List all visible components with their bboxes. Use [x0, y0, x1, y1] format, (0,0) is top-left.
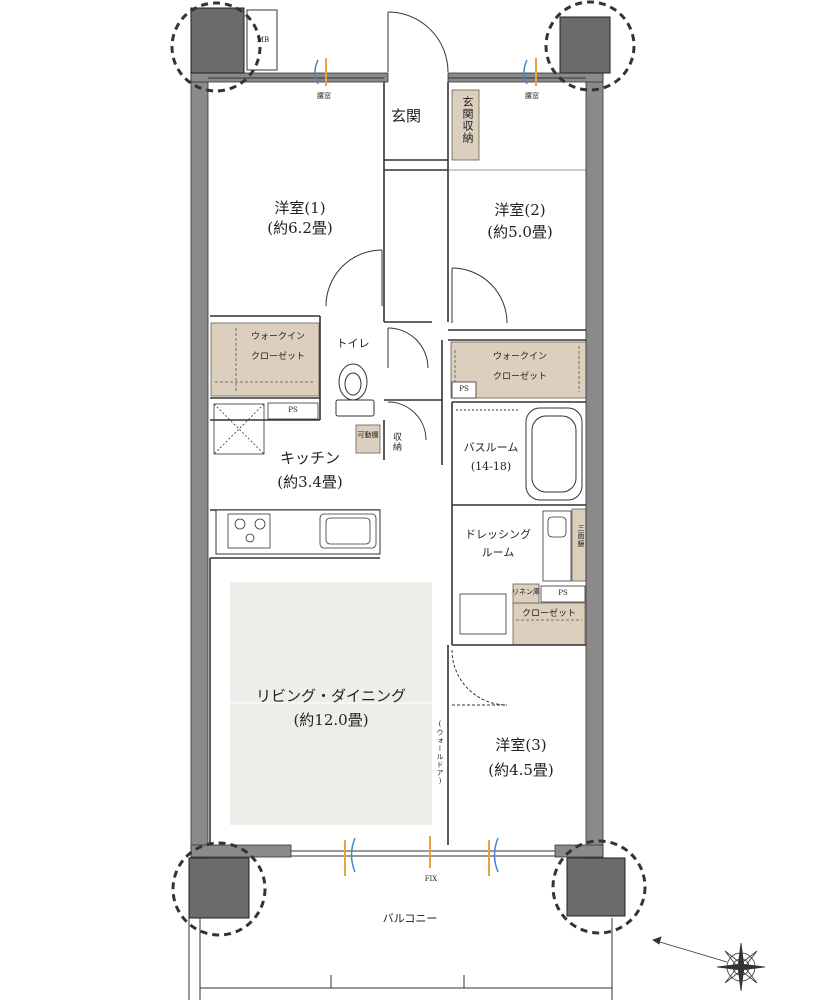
door-swings — [325, 11, 508, 706]
room-west2-size: (約5.0畳) — [487, 223, 553, 241]
room-living-size: (約12.0畳) — [293, 711, 369, 729]
toilet-icon — [335, 363, 375, 417]
room-dressing-name1: ドレッシング — [465, 528, 531, 541]
gas-stove-icon — [227, 513, 271, 549]
ps-wic2-label: PS — [459, 385, 469, 393]
washing-machine-icon — [213, 403, 265, 455]
mirror-label: 三面鏡 — [577, 524, 585, 548]
column-top-right — [559, 16, 611, 74]
room-west1-name: 洋室(1) — [274, 199, 326, 217]
column-bottom-right — [566, 857, 626, 917]
window-left-label: 腰窓 — [317, 92, 331, 100]
wic1-label-line1: ウォークイン — [250, 332, 305, 342]
room-balcony: バルコニー — [382, 912, 438, 925]
ps-dressing-box — [540, 585, 586, 603]
room-west3-size: (約4.5畳) — [488, 761, 554, 779]
column-markers — [170, 0, 647, 937]
entrance-storage-fill — [451, 89, 480, 161]
room-bath-size: (14-18) — [470, 460, 512, 473]
wic2-label-line2: クローゼット — [492, 372, 547, 382]
compass-rose-icon — [652, 936, 766, 992]
fix-window-label: FIX — [424, 875, 438, 883]
room-west3-name: 洋室(3) — [495, 736, 547, 754]
ps-kitchen-label: PS — [288, 406, 298, 414]
room-west2-name: 洋室(2) — [494, 201, 546, 219]
room-entrance-storage: 玄関収納 — [461, 96, 474, 144]
room-dressing-name2: ルーム — [481, 546, 515, 559]
top-windows — [208, 58, 586, 86]
wic1-fill — [210, 322, 320, 397]
room-bath-name: バスルーム — [463, 441, 519, 454]
linen-label: リネン庫 — [512, 588, 540, 596]
wall-door-label: (ウォールドア) — [436, 720, 444, 786]
room-kitchen-name: キッチン — [279, 449, 340, 467]
linen-fill — [512, 583, 540, 604]
closet-label: クローゼット — [521, 609, 576, 619]
bathtub-icon — [456, 407, 583, 501]
sink-icon — [319, 513, 377, 549]
column-top-left — [190, 7, 245, 74]
room-living-name: リビング・ダイニング — [255, 687, 406, 705]
bottom-windows — [291, 836, 555, 876]
storage-fills — [210, 89, 588, 646]
room-toilet: トイレ — [336, 337, 370, 350]
wic2-label-line1: ウォークイン — [492, 352, 547, 362]
closet-fill — [512, 602, 586, 646]
kitchen-counter — [215, 509, 381, 555]
wic1-label-line2: クローゼット — [250, 352, 305, 362]
ps-kitchen-box — [267, 402, 319, 420]
column-bottom-left — [188, 857, 250, 919]
washer-box — [459, 593, 507, 635]
balcony-railing — [188, 918, 613, 1000]
room-entrance: 玄関 — [390, 107, 421, 125]
interior-walls — [209, 82, 586, 845]
ps-dressing-label: PS — [558, 589, 568, 597]
shelf-fill — [355, 424, 381, 454]
room-kitchen-size: (約3.4畳) — [277, 473, 343, 491]
storage-label: 収納 — [391, 432, 401, 452]
room-west1-size: (約6.2畳) — [267, 219, 333, 237]
outer-walls — [190, 72, 604, 859]
ps-wic2-box — [451, 381, 477, 399]
mb-box — [246, 9, 278, 71]
mb-label: MB — [256, 36, 270, 44]
movable-shelf-label: 可動棚 — [357, 431, 379, 439]
window-right-label: 腰窓 — [525, 92, 539, 100]
vanity — [542, 510, 572, 582]
balcony-columns — [188, 7, 626, 919]
